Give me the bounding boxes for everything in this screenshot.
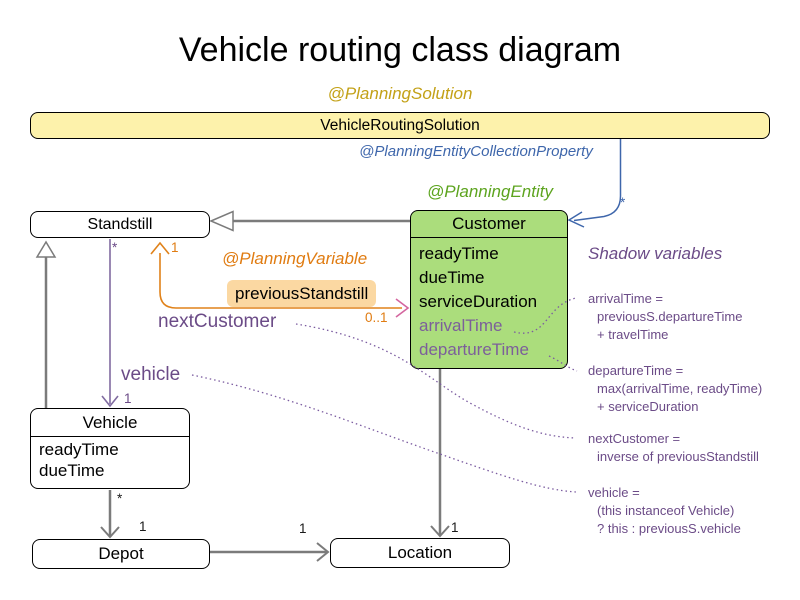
dotted-link-vehicle	[191, 374, 577, 493]
formula-line: inverse of previousStandstill	[597, 449, 759, 464]
planning-variable-annotation: @PlanningVariable	[222, 249, 368, 268]
formula-line: arrivalTime =	[588, 291, 664, 306]
class-box-vehicle: Vehicle readyTime dueTime	[30, 408, 190, 489]
multiplicity: 0..1	[365, 310, 388, 325]
class-box-vehicleroutingsolution: VehicleRoutingSolution	[30, 112, 770, 139]
formula-line: max(arrivalTime, readyTime)	[597, 381, 763, 396]
class-box-depot: Depot	[32, 539, 210, 569]
inheritance-triangle-icon	[209, 210, 234, 232]
planning-solution-annotation: @PlanningSolution	[327, 84, 473, 103]
class-box-customer: Customer readyTime dueTime serviceDurati…	[410, 210, 568, 369]
formula-line: departureTime =	[588, 363, 684, 378]
class-name: Vehicle	[31, 409, 189, 437]
formula-arrival-time: arrivalTime = previousS.departureTime + …	[588, 290, 742, 344]
multiplicity: 1	[299, 521, 307, 536]
arrowhead-icon	[430, 525, 450, 538]
shadow-variables-heading: Shadow variables	[588, 244, 723, 263]
class-name: Location	[387, 543, 453, 562]
page-title: Vehicle routing class diagram	[178, 31, 622, 69]
arrowhead-icon	[150, 241, 170, 255]
class-box-standstill: Standstill	[30, 211, 210, 238]
formula-vehicle: vehicle = (this instanceof Vehicle) ? th…	[588, 484, 741, 538]
multiplicity: *	[117, 491, 123, 506]
previous-standstill-variable: previousStandstill	[227, 280, 377, 307]
planning-entity-collection-property-annotation: @PlanningEntityCollectionProperty	[359, 143, 593, 160]
shadow-attribute: arrivalTime	[419, 316, 503, 335]
next-customer-label: nextCustomer	[158, 311, 277, 332]
arrowhead-icon	[100, 526, 120, 539]
attribute: readyTime	[39, 440, 119, 459]
arrowhead-icon	[567, 211, 585, 228]
multiplicity: 1	[139, 519, 147, 534]
class-name: Depot	[98, 544, 144, 563]
arrowhead-icon	[101, 395, 119, 408]
multiplicity: 1	[451, 520, 459, 535]
class-name: VehicleRoutingSolution	[320, 116, 480, 134]
class-box-location: Location	[330, 538, 510, 568]
inheritance-triangle-icon	[35, 240, 57, 258]
formula-line: previousS.departureTime	[597, 309, 743, 324]
multiplicity: *	[112, 240, 118, 255]
class-name: Standstill	[87, 215, 153, 233]
multiplicity: 1	[171, 240, 179, 255]
attribute: dueTime	[419, 268, 485, 287]
shadow-attribute: departureTime	[419, 340, 529, 359]
formula-line: + travelTime	[597, 327, 669, 342]
arrowhead-icon	[395, 298, 410, 318]
attribute: serviceDuration	[419, 292, 538, 311]
formula-line: (this instanceof Vehicle)	[597, 503, 735, 518]
class-name: Customer	[411, 211, 567, 238]
multiplicity: 1	[124, 391, 132, 406]
planning-entity-annotation: @PlanningEntity	[427, 182, 553, 201]
attribute: dueTime	[39, 461, 105, 480]
attribute: readyTime	[419, 244, 499, 263]
formula-line: nextCustomer =	[588, 431, 681, 446]
vehicle-label: vehicle	[121, 364, 181, 385]
arrowhead-icon	[316, 542, 330, 562]
multiplicity: *	[620, 195, 626, 210]
formula-line: ? this : previousS.vehicle	[597, 521, 741, 536]
formula-line: vehicle =	[588, 485, 640, 500]
formula-next-customer: nextCustomer = inverse of previousStands…	[588, 430, 759, 466]
formula-line: + serviceDuration	[597, 399, 699, 414]
formula-departure-time: departureTime = max(arrivalTime, readyTi…	[588, 362, 762, 416]
